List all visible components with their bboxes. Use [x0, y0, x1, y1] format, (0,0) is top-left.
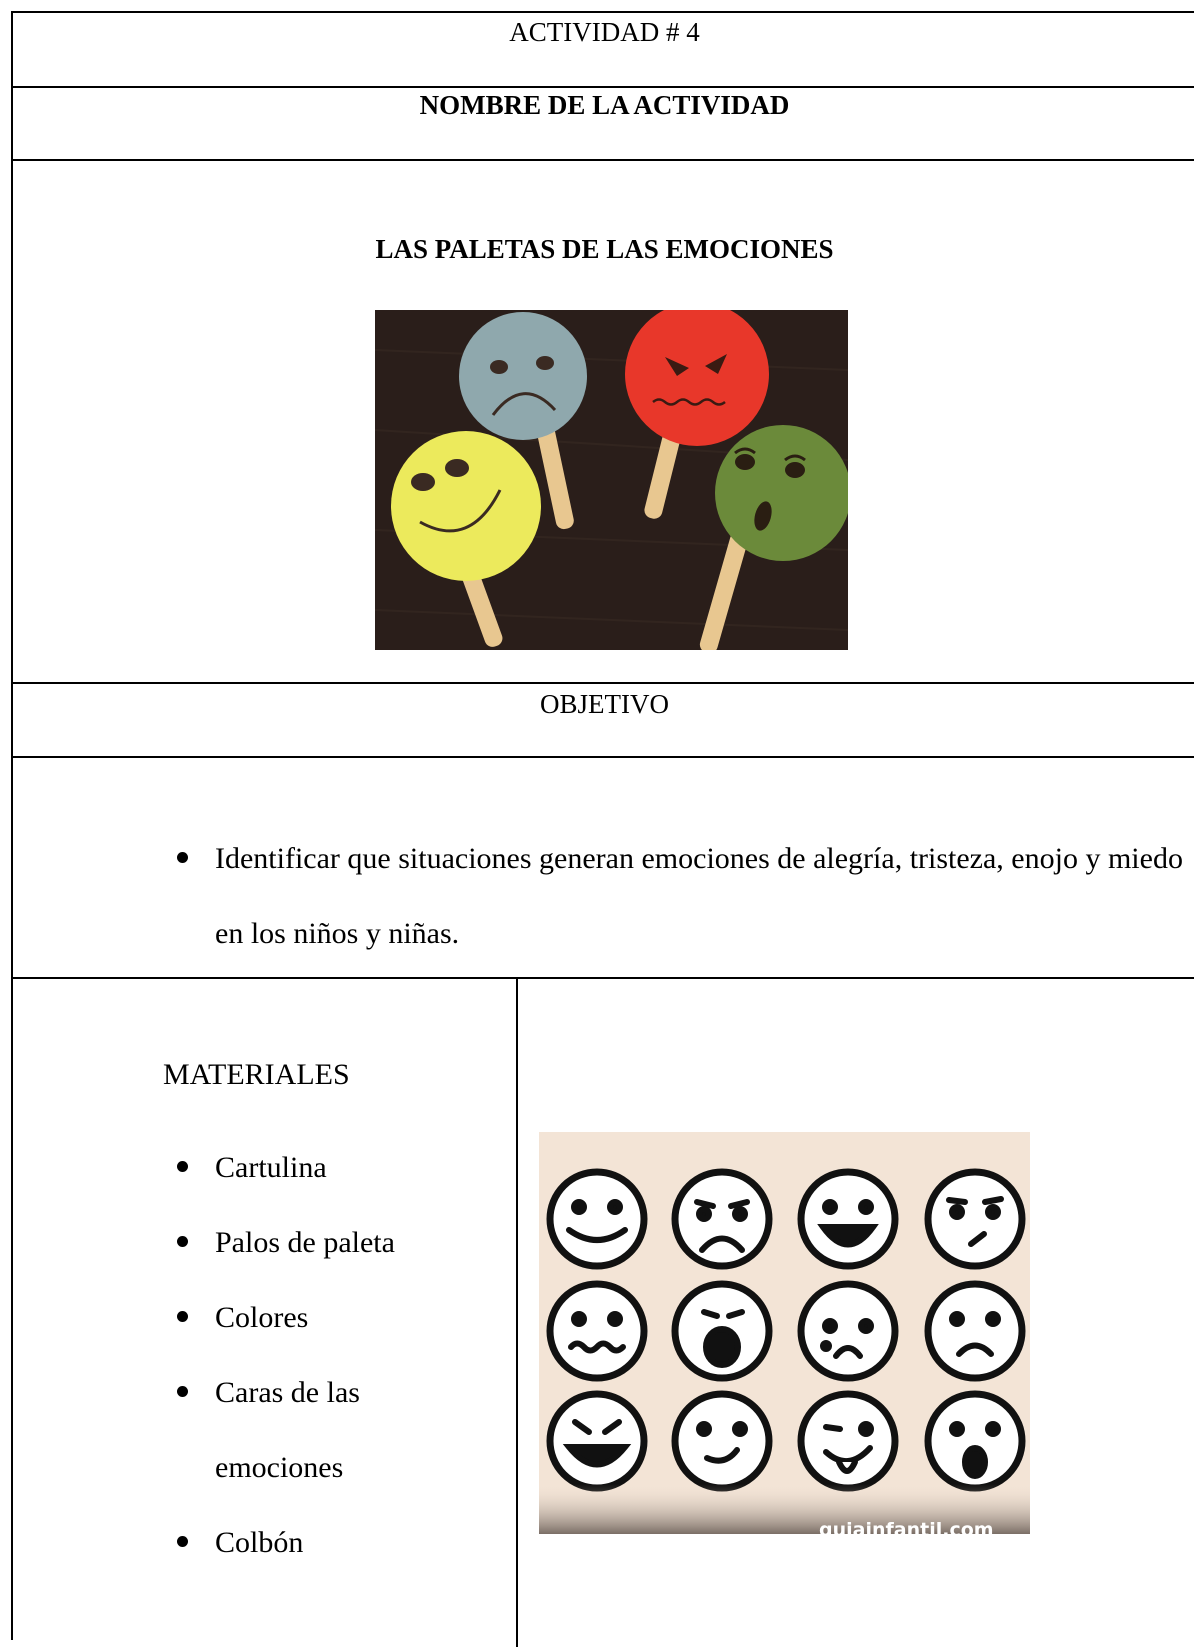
objective-label: OBJETIVO: [540, 689, 669, 719]
list-item: Palos de paleta: [163, 1205, 523, 1280]
bullet-icon: [177, 852, 188, 863]
emotion-faces-illustration: [539, 1132, 1030, 1534]
bullet-icon: [177, 1311, 188, 1322]
watermark-text: guiainfantil.com: [819, 1519, 994, 1541]
row-divider: [13, 86, 1194, 88]
bullet-icon: [177, 1161, 188, 1172]
angry-paddle: [625, 310, 769, 446]
objective-item: Identificar que situaciones generan emoc…: [215, 842, 1183, 950]
row-divider: [13, 977, 1194, 979]
objective-list: Identificar que situaciones generan emoc…: [163, 821, 1183, 971]
list-item: Identificar que situaciones generan emoc…: [163, 821, 1183, 971]
material-item: Caras de las emociones: [215, 1376, 360, 1484]
list-item: Cartulina: [163, 1130, 523, 1205]
activity-name-label: NOMBRE DE LA ACTIVIDAD: [419, 90, 790, 120]
materials-label: MATERIALES: [163, 1058, 350, 1091]
column-divider: [516, 977, 518, 1647]
material-item: Palos de paleta: [215, 1226, 395, 1259]
list-item: Colbón: [163, 1505, 523, 1580]
materials-list: Cartulina Palos de paleta Colores Caras …: [163, 1130, 523, 1580]
list-item: Colores: [163, 1280, 523, 1355]
row-divider: [13, 682, 1194, 684]
activity-title: LAS PALETAS DE LAS EMOCIONES: [375, 234, 834, 264]
bullet-icon: [177, 1386, 188, 1397]
row-divider: [13, 756, 1194, 758]
list-item: Caras de las emociones: [163, 1355, 415, 1505]
bullet-icon: [177, 1536, 188, 1547]
scared-paddle: [715, 425, 848, 561]
bullet-icon: [177, 1236, 188, 1247]
happy-paddle: [391, 431, 541, 581]
sad-paddle: [459, 312, 587, 440]
material-item: Colores: [215, 1301, 309, 1334]
row-divider: [13, 159, 1194, 161]
material-item: Colbón: [215, 1526, 304, 1559]
material-item: Cartulina: [215, 1151, 327, 1184]
activity-number: ACTIVIDAD # 4: [509, 17, 700, 47]
activity-document: ACTIVIDAD # 4 NOMBRE DE LA ACTIVIDAD LAS…: [11, 11, 1194, 1647]
emotion-paddles-photo: [375, 310, 848, 650]
